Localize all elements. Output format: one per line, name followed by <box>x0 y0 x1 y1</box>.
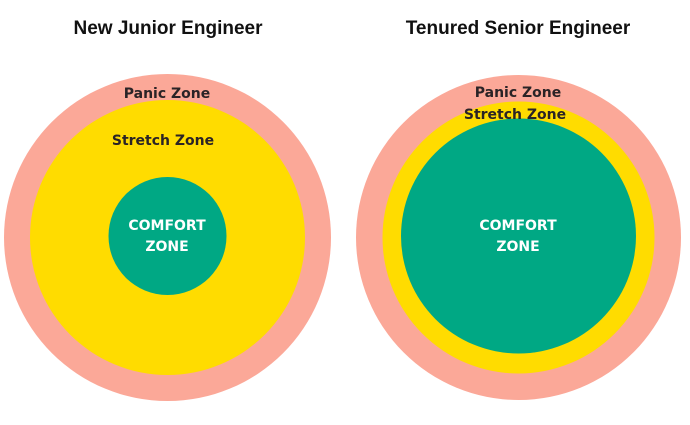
junior-comfort-label-line1: COMFORT <box>128 218 206 234</box>
senior-panic-label: Panic Zone <box>475 85 562 101</box>
senior-comfort-label-line1: COMFORT <box>479 218 557 234</box>
junior-comfort-label-line2: ZONE <box>145 239 188 255</box>
senior-stretch-label: Stretch Zone <box>464 107 566 123</box>
junior-title: New Junior Engineer <box>74 18 264 39</box>
senior-engineer-diagram: Tenured Senior Engineer Panic Zone Stret… <box>356 18 681 400</box>
senior-comfort-zone <box>401 118 636 354</box>
junior-comfort-zone <box>108 177 227 295</box>
senior-comfort-label-line2: ZONE <box>496 239 539 255</box>
junior-engineer-diagram: New Junior Engineer Panic Zone Stretch Z… <box>4 18 331 401</box>
junior-panic-label: Panic Zone <box>124 86 211 102</box>
senior-title: Tenured Senior Engineer <box>406 18 631 39</box>
junior-stretch-label: Stretch Zone <box>112 133 214 149</box>
